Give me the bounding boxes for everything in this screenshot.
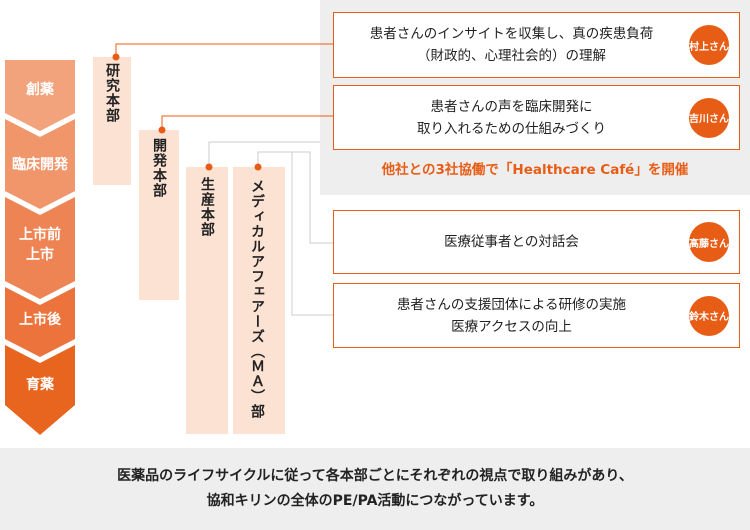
activity-text: 患者さんの声を臨床開発に 取り入れるための仕組みづくり bbox=[417, 98, 606, 137]
collaboration-note: 他社との3社協働で「Healthcare Café」を開催 bbox=[381, 162, 689, 178]
activity-text: 医療従事者との対話会 bbox=[444, 234, 579, 250]
dept-medical-affairs-label: メディカルアフェアーズ（ＭＡ）部 bbox=[249, 179, 265, 419]
connector-production bbox=[208, 141, 320, 165]
person-badge: 髙藤さん bbox=[689, 222, 729, 262]
activity-box-support: 患者さんの支援団体による研修の実施 医療アクセスの向上 鈴木さん bbox=[333, 283, 740, 348]
dept-production-label: 生産本部 bbox=[199, 177, 215, 237]
person-badge: 鈴木さん bbox=[689, 295, 729, 336]
stage-chevron-1 bbox=[5, 60, 75, 131]
stage-chevron-4 bbox=[5, 287, 75, 357]
activity-text: 患者さんのインサイトを収集し、真の疾患負荷 （財政的、心理社会的）の理解 bbox=[369, 26, 654, 64]
stage-label-lifecycle: 育薬 bbox=[26, 377, 54, 393]
activity-box-dialogue: 医療従事者との対話会 髙藤さん bbox=[333, 210, 740, 274]
stage-label-clinical: 臨床開発 bbox=[12, 157, 68, 173]
person-badge: 村上さん bbox=[689, 25, 729, 65]
dept-production: 生産本部 bbox=[186, 167, 228, 434]
dept-research-label: 研究本部 bbox=[104, 63, 120, 123]
stage-label-post-launch: 上市後 bbox=[19, 312, 61, 328]
activity-text: 患者さんの支援団体による研修の実施 医療アクセスの向上 bbox=[396, 296, 627, 335]
footer-line-1: 医薬品のライフサイクルに従って各本部ごとにそれぞれの視点で取り組みがあり、 bbox=[117, 468, 633, 484]
stage-chevron-2 bbox=[5, 119, 75, 209]
stage-chevron-3 bbox=[5, 197, 75, 299]
stage-label-launch: 上市前 上市 bbox=[19, 227, 61, 263]
lifecycle-arrow-graphic bbox=[5, 60, 75, 435]
connector-research bbox=[115, 43, 333, 55]
activity-box-insight: 患者さんのインサイトを収集し、真の疾患負荷 （財政的、心理社会的）の理解 村上さ… bbox=[333, 12, 740, 78]
footer-line-2: 協和キリンの全体のPE/PA活動につながっています。 bbox=[206, 493, 544, 509]
dept-medical-affairs: メディカルアフェアーズ（ＭＡ）部 bbox=[233, 167, 285, 434]
connector-development bbox=[161, 115, 333, 128]
dept-development-label: 開発本部 bbox=[151, 138, 167, 198]
dept-research: 研究本部 bbox=[93, 57, 131, 185]
stage-chevron-5 bbox=[5, 345, 75, 435]
footer-summary: 医薬品のライフサイクルに従って各本部ごとにそれぞれの視点で取り組みがあり、 協和… bbox=[0, 448, 750, 530]
stage-label-discovery: 創薬 bbox=[26, 82, 54, 98]
activity-box-clinical: 患者さんの声を臨床開発に 取り入れるための仕組みづくり 吉川さん bbox=[333, 85, 740, 150]
lifecycle-stages: 創薬 臨床開発 上市前 上市 上市後 育薬 bbox=[0, 55, 90, 440]
person-badge: 吉川さん bbox=[689, 97, 729, 138]
dept-development: 開発本部 bbox=[139, 130, 179, 300]
